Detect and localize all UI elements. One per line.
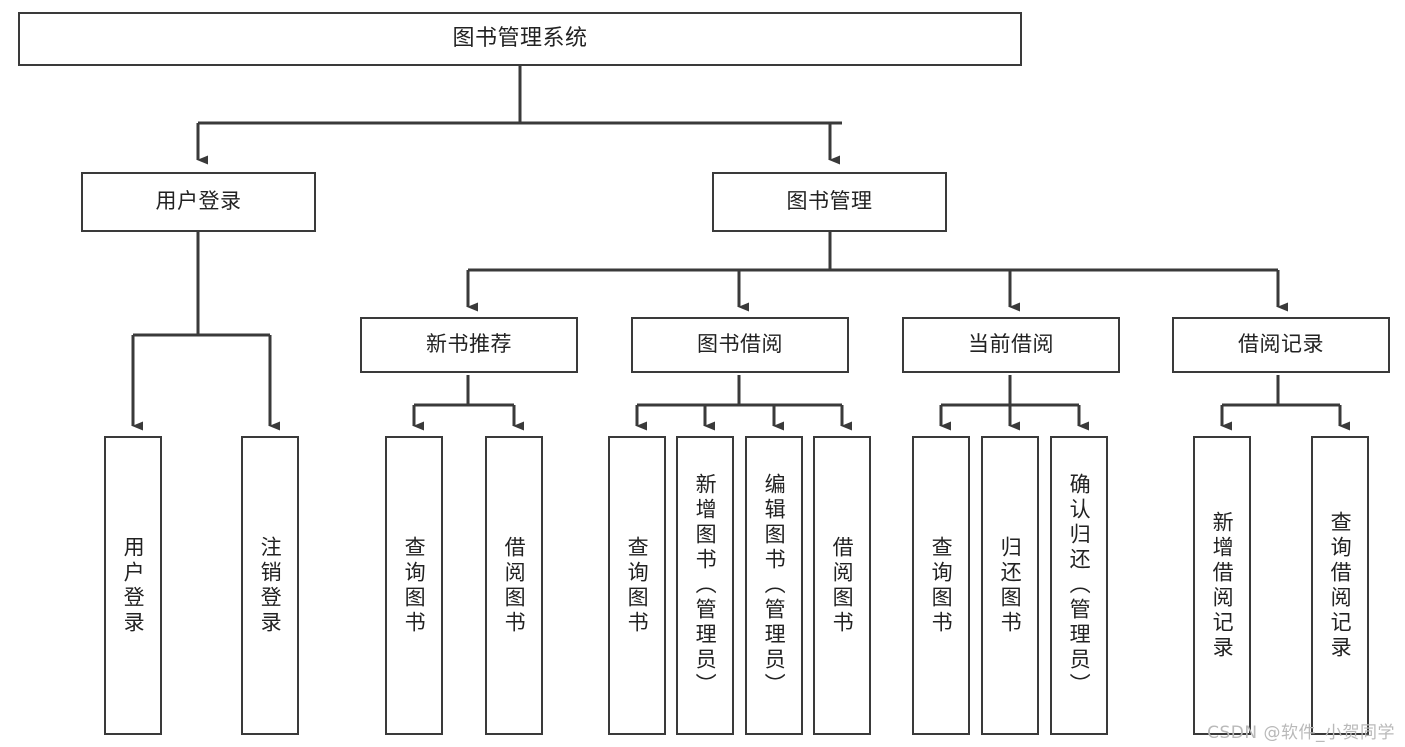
leaf-edit-book-admin[interactable]: 编辑图书（管理员） [745, 436, 803, 735]
leaf-borrow-book-recommend[interactable]: 借阅图书 [485, 436, 543, 735]
edges-borrowrecord-to-leaves [1220, 375, 1350, 431]
edges-bookmgmt-to-level3 [466, 232, 1288, 312]
leaf-query-book-borrow[interactable]: 查询图书 [608, 436, 666, 735]
edges-newbook-to-leaves [412, 375, 524, 431]
edges-userlogin-to-leaves [131, 232, 280, 431]
leaf-query-book-current[interactable]: 查询图书 [912, 436, 970, 735]
edges-root-to-level2 [196, 66, 842, 165]
node-book-management[interactable]: 图书管理 [712, 172, 947, 232]
leaf-borrow-book[interactable]: 借阅图书 [813, 436, 871, 735]
leaf-user-login[interactable]: 用户登录 [104, 436, 162, 735]
leaf-return-book[interactable]: 归还图书 [981, 436, 1039, 735]
node-root-system[interactable]: 图书管理系统 [18, 12, 1022, 66]
leaf-query-borrow-record[interactable]: 查询借阅记录 [1311, 436, 1369, 735]
leaf-add-book-admin[interactable]: 新增图书（管理员） [676, 436, 734, 735]
node-book-borrow[interactable]: 图书借阅 [631, 317, 849, 373]
leaf-logout-login[interactable]: 注销登录 [241, 436, 299, 735]
csdn-watermark: CSDN @软件_小贺同学 [1207, 723, 1395, 743]
node-borrow-record[interactable]: 借阅记录 [1172, 317, 1390, 373]
edges-bookborrow-to-leaves [635, 375, 852, 431]
node-new-book-recommend[interactable]: 新书推荐 [360, 317, 578, 373]
node-current-borrow[interactable]: 当前借阅 [902, 317, 1120, 373]
leaf-query-book-recommend[interactable]: 查询图书 [385, 436, 443, 735]
leaf-confirm-return-admin[interactable]: 确认归还（管理员） [1050, 436, 1108, 735]
leaf-add-borrow-record[interactable]: 新增借阅记录 [1193, 436, 1251, 735]
node-user-login[interactable]: 用户登录 [81, 172, 316, 232]
edges-currentborrow-to-leaves [939, 375, 1089, 431]
